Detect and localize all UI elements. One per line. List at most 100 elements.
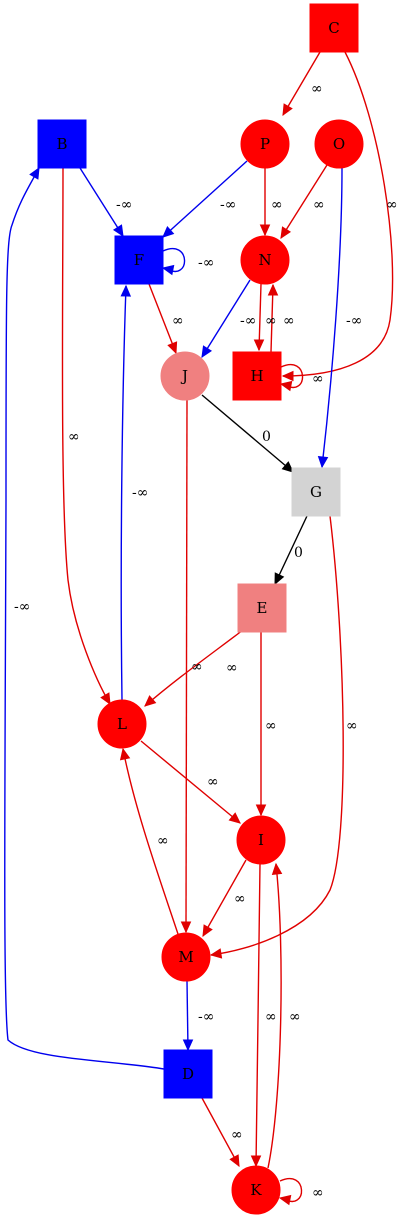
node-l-label: L — [117, 715, 127, 733]
edge-label-l-to-i: ∞ — [207, 774, 219, 790]
node-f: F — [114, 235, 164, 285]
node-l-circle — [97, 699, 147, 749]
node-l: L — [97, 699, 147, 749]
node-o: O — [314, 119, 364, 169]
edge-label-m-to-d: -∞ — [198, 1009, 214, 1025]
edge-label-f-to-j: ∞ — [172, 313, 184, 329]
node-m: M — [161, 932, 211, 982]
node-k: K — [231, 1165, 281, 1215]
edge-label-n-to-j: -∞ — [240, 313, 256, 329]
node-n-circle — [240, 235, 290, 285]
edge-d-to-b — [4, 166, 165, 1070]
edge-label-o-to-g: -∞ — [346, 313, 362, 329]
node-p-circle — [240, 119, 290, 169]
node-n-label: N — [258, 251, 271, 269]
node-b: B — [37, 119, 87, 169]
node-g-square — [291, 467, 341, 517]
edge-e-to-i — [255, 632, 267, 817]
edge-label-c-to-p: ∞ — [311, 81, 323, 97]
edge-label-j-to-g: 0 — [262, 429, 271, 445]
node-f-label: F — [134, 251, 144, 269]
edge-label-g-to-e: 0 — [294, 545, 303, 561]
edges-layer — [4, 51, 394, 1206]
edge-b-to-f — [79, 167, 124, 238]
node-i-label: I — [258, 831, 264, 849]
node-k-circle — [231, 1165, 281, 1215]
node-d: D — [163, 1049, 213, 1099]
node-i: I — [236, 815, 286, 865]
node-p: P — [240, 119, 290, 169]
edge-label-k-to-i: ∞ — [289, 1009, 301, 1025]
edge-label-d-to-b: -∞ — [14, 599, 30, 615]
edge-label-h-to-h: ∞ — [312, 371, 324, 387]
edge-label-h-to-n: ∞ — [283, 313, 295, 329]
node-f-square — [114, 235, 164, 285]
node-h-label: H — [250, 367, 263, 385]
node-o-circle — [314, 119, 364, 169]
edge-label-d-to-k: ∞ — [231, 1127, 243, 1143]
node-h: H — [232, 351, 282, 401]
node-d-label: D — [182, 1065, 194, 1083]
node-m-circle — [161, 932, 211, 982]
node-j-circle — [160, 351, 210, 401]
edge-n-to-h — [253, 283, 265, 352]
node-b-square — [37, 119, 87, 169]
node-e: E — [237, 583, 287, 633]
nodes-layer: C P O B F N J H G E L I M D K — [37, 3, 364, 1215]
edge-g-to-e — [274, 515, 308, 586]
node-e-label: E — [257, 599, 268, 617]
node-h-square — [232, 351, 282, 401]
edge-label-e-to-l: ∞ — [226, 660, 238, 676]
node-k-label: K — [250, 1181, 262, 1199]
edge-j-to-m — [180, 399, 192, 934]
node-c-square — [309, 3, 359, 53]
edge-n-to-j — [201, 279, 251, 359]
edge-label-f-to-f: -∞ — [198, 255, 214, 271]
edge-m-to-d — [182, 980, 194, 1052]
edge-p-to-f — [162, 160, 248, 238]
edge-label-o-to-n: ∞ — [313, 197, 325, 213]
node-m-label: M — [178, 948, 193, 966]
edge-label-p-to-f: -∞ — [220, 197, 236, 213]
edge-p-to-n — [259, 168, 271, 237]
node-j-label: J — [180, 367, 188, 385]
edge-c-to-p — [282, 51, 321, 117]
node-b-label: B — [56, 135, 67, 153]
edge-c-to-h — [281, 51, 394, 382]
edge-l-to-f — [120, 284, 132, 701]
edge-g-to-m — [209, 515, 344, 959]
edge-label-g-to-m: ∞ — [346, 718, 358, 734]
edge-label-l-to-f: -∞ — [132, 485, 148, 501]
edge-o-to-n — [280, 164, 328, 240]
edge-label-i-to-m: ∞ — [234, 891, 246, 907]
edge-label-b-to-f: -∞ — [116, 197, 132, 213]
edge-label-b-to-l: ∞ — [68, 429, 80, 445]
edge-label-k-to-k: ∞ — [312, 1185, 324, 1201]
node-e-square — [237, 583, 287, 633]
edge-e-to-l — [144, 629, 244, 707]
edge-label-j-to-m: ∞ — [191, 659, 203, 675]
node-g: G — [291, 467, 341, 517]
node-p-label: P — [260, 135, 270, 153]
edge-o-to-g — [317, 167, 343, 469]
edge-k-to-k — [278, 1178, 303, 1206]
node-i-circle — [236, 815, 286, 865]
node-d-square — [163, 1049, 213, 1099]
edge-m-to-l — [119, 747, 179, 935]
node-g-label: G — [310, 483, 322, 501]
node-c-label: C — [328, 19, 339, 37]
node-j: J — [160, 351, 210, 401]
edge-label-e-to-i: ∞ — [265, 718, 277, 734]
edge-f-to-j — [148, 283, 178, 355]
edge-label-i-to-k: ∞ — [265, 1009, 277, 1025]
edge-j-to-g — [201, 394, 294, 473]
edge-d-to-k — [201, 1097, 240, 1168]
edge-h-to-n — [267, 283, 279, 353]
edge-label-m-to-l: ∞ — [157, 833, 169, 849]
node-c: C — [309, 3, 359, 53]
edge-i-to-m — [202, 859, 247, 938]
edge-f-to-f — [161, 248, 186, 276]
edge-i-to-k — [250, 863, 262, 1168]
edge-h-to-h — [279, 364, 304, 392]
